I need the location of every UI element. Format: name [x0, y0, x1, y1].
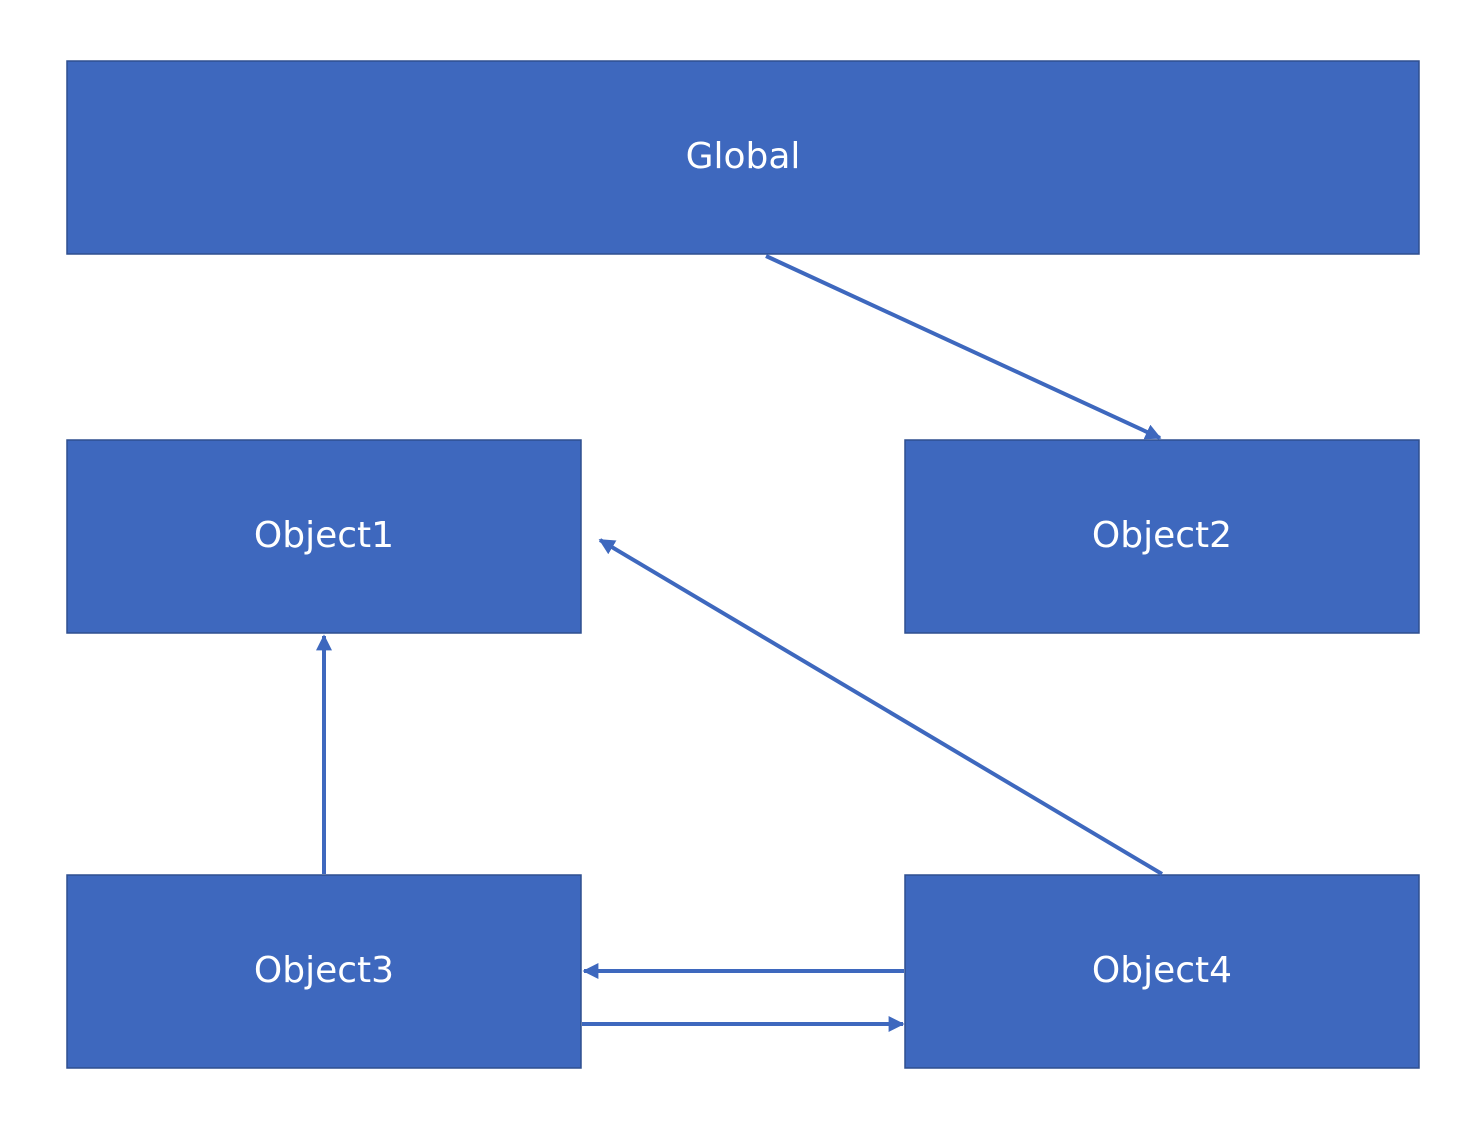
node-object2[interactable]: Object2 — [904, 439, 1420, 634]
node-object1[interactable]: Object1 — [66, 439, 582, 634]
node-global-label: Global — [686, 136, 801, 177]
edge-object4-to-object1 — [598, 538, 1164, 876]
edge-global-to-object2 — [765, 254, 1162, 440]
node-global[interactable]: Global — [66, 60, 1420, 255]
node-object4[interactable]: Object4 — [904, 874, 1420, 1069]
node-object4-label: Object4 — [1092, 950, 1232, 991]
node-object2-label: Object2 — [1092, 515, 1232, 556]
node-object3-label: Object3 — [254, 950, 394, 991]
node-object2-box — [904, 439, 1420, 634]
node-object3[interactable]: Object3 — [66, 874, 582, 1069]
node-object3-box — [66, 874, 582, 1069]
node-object1-label: Object1 — [254, 515, 394, 556]
node-object4-box — [904, 874, 1420, 1069]
node-global-box — [66, 60, 1420, 255]
node-object1-box — [66, 439, 582, 634]
